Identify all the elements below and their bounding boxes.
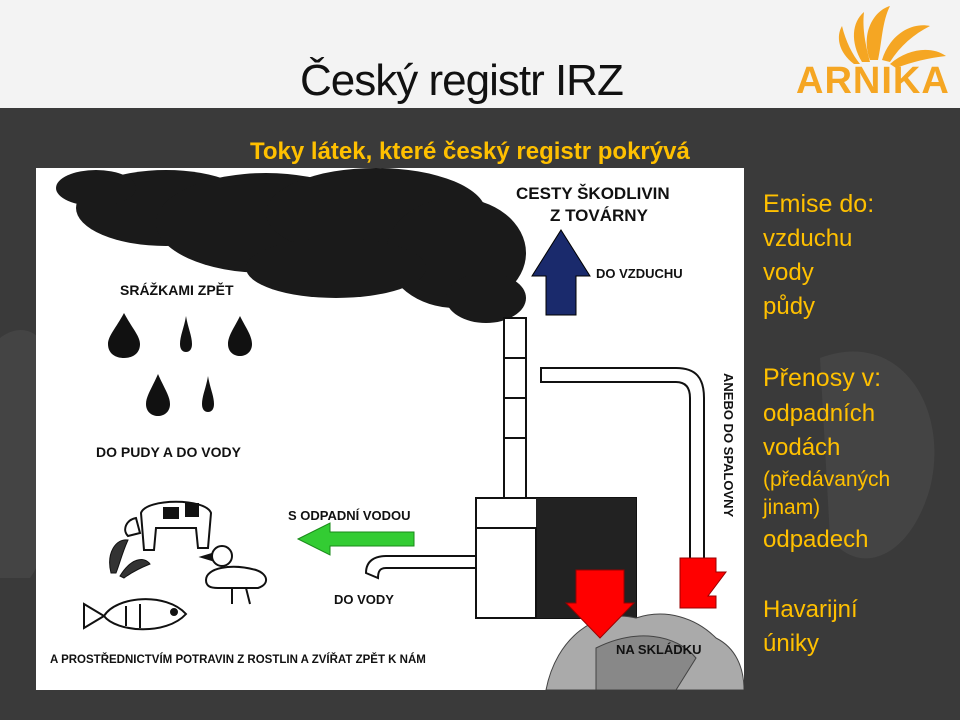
smoke-cloud — [56, 168, 526, 323]
cow-icon — [124, 500, 213, 551]
arnika-logo-text: ARNIKA — [796, 60, 950, 102]
label-srazkami: SRÁŽKAMI ZPĚT — [120, 282, 234, 298]
prenosy-heading: Přenosy v: — [763, 364, 882, 392]
havarijni-line1: Havarijní — [763, 596, 858, 623]
wastewater-arrow-icon — [296, 522, 415, 556]
emise-heading: Emise do: — [763, 190, 875, 218]
prenosy-line3: (předávaných — [763, 468, 891, 491]
prenosy-line5: odpadech — [763, 526, 869, 553]
label-do-vzduchu: DO VZDUCHU — [596, 266, 683, 281]
diagram-illustration — [56, 168, 744, 690]
emise-item-water: vody — [763, 259, 814, 286]
landfill-arrow-icon — [564, 569, 636, 639]
label-do-vody: DO VODY — [334, 592, 394, 607]
label-odpadni-voda: S ODPADNÍ VODOU — [288, 508, 411, 523]
rain-drops — [108, 313, 252, 416]
water-pipe — [364, 555, 477, 580]
slide-title: Český registr IRZ — [300, 56, 624, 105]
fish-icon — [83, 598, 188, 631]
air-arrow-icon — [531, 229, 591, 316]
emise-item-soil: půdy — [763, 293, 816, 320]
label-do-pudy: DO PUDY A DO VODY — [96, 444, 241, 460]
havarijni-line2: úniky — [763, 630, 820, 657]
label-na-skladku: NA SKLÁDKU — [616, 642, 702, 657]
label-spalovny: ANEBO DO SPALOVNY — [721, 373, 736, 518]
arnika-sun-icon — [838, 6, 946, 68]
slide-subtitle: Toky látek, které český registr pokrývá — [250, 138, 690, 165]
prenosy-line1: odpadních — [763, 400, 876, 427]
prenosy-line4: jinam) — [763, 496, 821, 519]
pollution-diagram: CESTY ŠKODLIVIN Z TOVÁRNY SRÁŽKAMI ZPĚT … — [36, 168, 744, 690]
label-cesty-line2: Z TOVÁRNY — [550, 206, 648, 225]
label-potravin: A PROSTŘEDNICTVÍM POTRAVIN Z ROSTLIN A Z… — [50, 654, 426, 666]
incinerator-arrow-icon — [679, 557, 727, 609]
plant-icon — [109, 539, 151, 579]
top-band — [0, 0, 960, 108]
factory-building — [475, 497, 637, 619]
duck-icon — [198, 545, 267, 605]
emise-item-air: vzduchu — [763, 225, 853, 252]
prenosy-line2: vodách — [763, 434, 841, 461]
label-cesty-line1: CESTY ŠKODLIVIN — [516, 184, 670, 203]
